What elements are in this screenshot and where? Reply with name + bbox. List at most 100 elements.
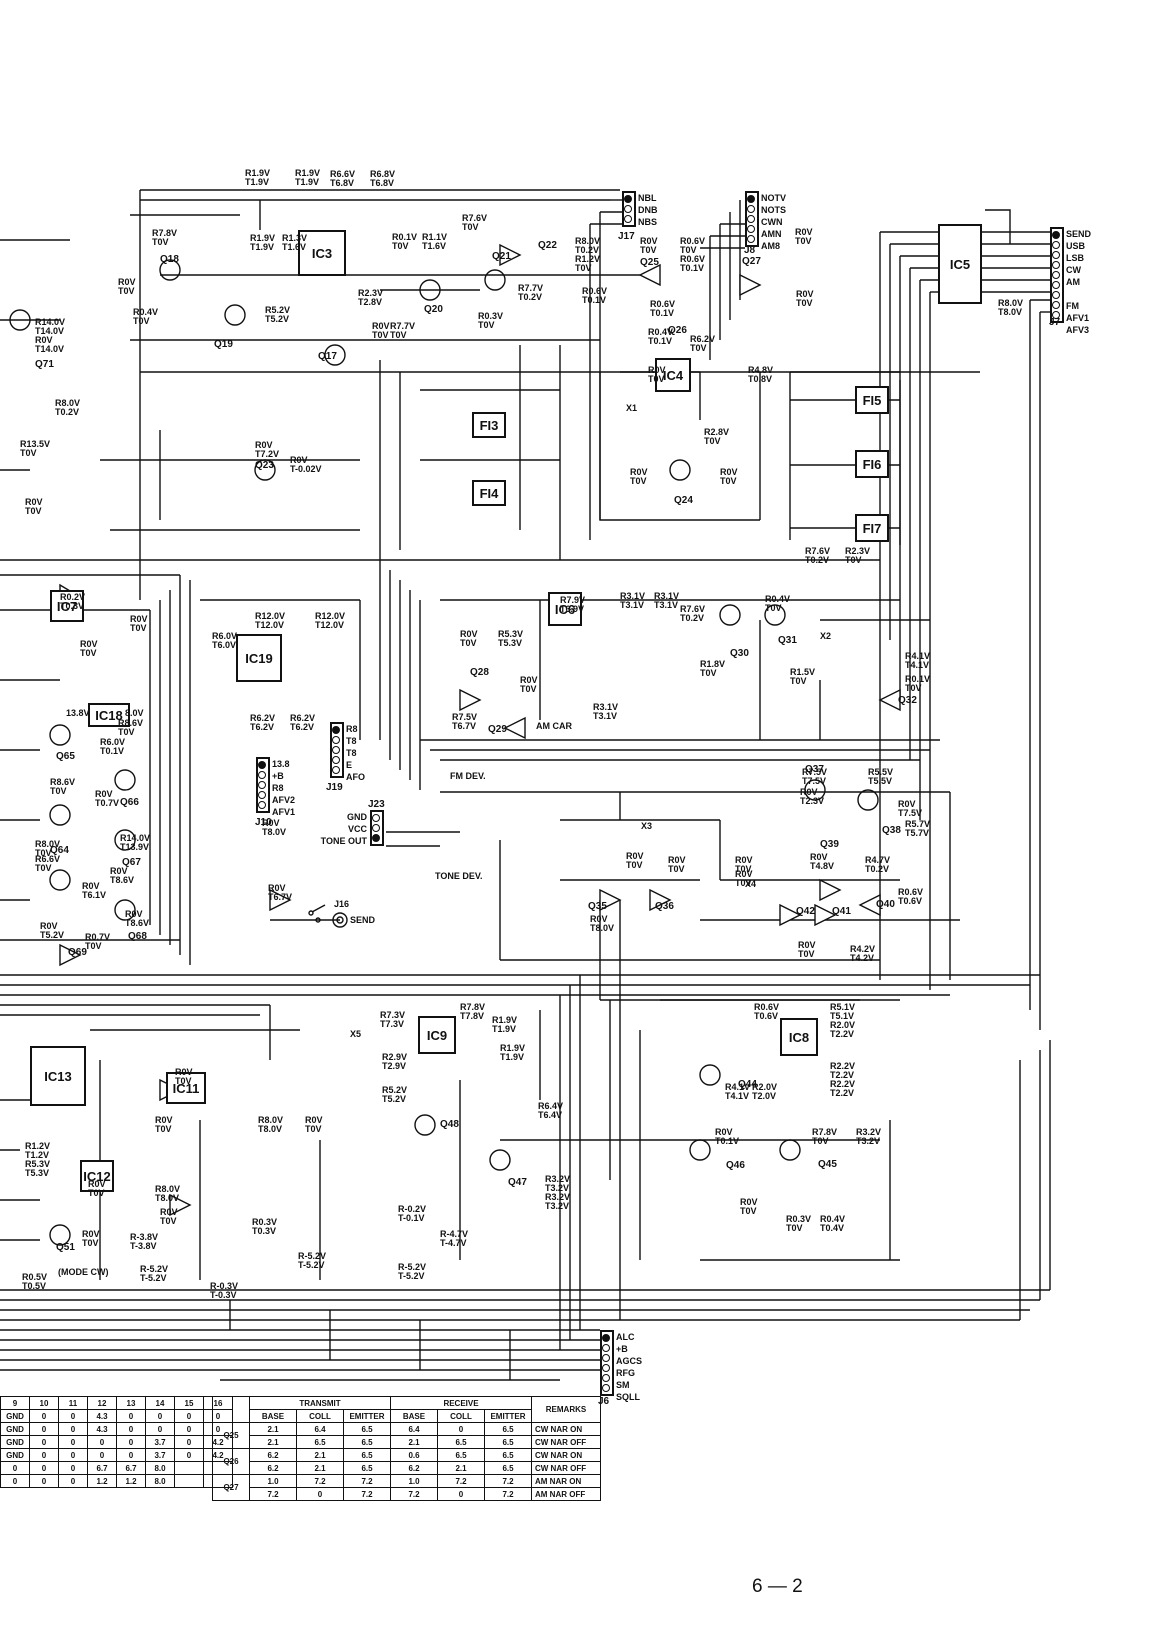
table-cell: 6.4 [390, 1422, 438, 1436]
table-cell: 2.1 [249, 1422, 297, 1436]
voltage-annotation: R0V [898, 799, 916, 809]
voltage-annotation: T12.0V [315, 620, 345, 630]
voltage-annotation: T0V [704, 436, 721, 446]
voltage-annotation: T0V [152, 237, 169, 247]
table-cell: 6.2 [390, 1461, 438, 1475]
connector-pin[interactable] [258, 791, 266, 799]
table-cell: 0 [0, 1474, 30, 1488]
connector-pin[interactable] [332, 746, 340, 754]
voltage-annotation: R3.1V [593, 702, 619, 712]
voltage-annotation: T0V [133, 316, 150, 326]
table-cell: 0 [116, 1448, 146, 1462]
voltage-annotation: R7.5V [452, 712, 478, 722]
table-cell: 0 [58, 1409, 88, 1423]
voltage-annotation: R0.6V [754, 1002, 780, 1012]
voltage-annotation: T0V [305, 1124, 322, 1134]
connector-pin[interactable] [1052, 311, 1060, 319]
connector-pin[interactable] [1052, 301, 1060, 309]
voltage-annotation: R0V [720, 467, 738, 477]
voltage-annotation: T0V [460, 638, 477, 648]
ic-block: IC8 [780, 1018, 818, 1056]
voltage-annotation: T-5.2V [398, 1271, 425, 1281]
table-cell: 6.7 [87, 1461, 117, 1475]
table-cell: 7.2 [484, 1474, 532, 1488]
connector-pin[interactable] [258, 771, 266, 779]
connector-pin[interactable] [747, 215, 755, 223]
connector-pin[interactable] [1052, 231, 1060, 239]
voltage-annotation: R-5.2V [398, 1262, 427, 1272]
voltage-annotation: R4.1V [725, 1082, 751, 1092]
transistor-label: Q41 [832, 906, 851, 917]
connector-pin[interactable] [624, 215, 632, 223]
transistor-label: Q71 [35, 359, 54, 370]
connector-pin[interactable] [332, 756, 340, 764]
connector-pin[interactable] [602, 1374, 610, 1382]
voltage-annotation: R6.2V [690, 334, 716, 344]
connector-pin[interactable] [258, 801, 266, 809]
transistor-label: Q27 [742, 256, 761, 267]
voltage-annotation: T2.9V [382, 1061, 407, 1071]
voltage-annotation: T8.0V [590, 923, 615, 933]
voltage-annotation: T0V [795, 236, 812, 246]
connector-pin[interactable] [332, 726, 340, 734]
connector-pin[interactable] [332, 766, 340, 774]
connector-pin[interactable] [747, 205, 755, 213]
connector-pin[interactable] [1052, 241, 1060, 249]
voltage-annotation: X3 [641, 821, 653, 831]
voltage-annotation: R13.5V [20, 439, 51, 449]
table-cell [174, 1461, 204, 1475]
connector-pin[interactable] [624, 195, 632, 203]
connector-pin[interactable] [602, 1354, 610, 1362]
connector-pin[interactable] [332, 736, 340, 744]
connector-pin[interactable] [1052, 281, 1060, 289]
column-header: BASE [390, 1409, 438, 1423]
connector-pin[interactable] [602, 1384, 610, 1392]
voltage-annotation: T0V [630, 476, 647, 486]
table-cell: GND [0, 1448, 30, 1462]
remark-cell: CW NAR ON [531, 1422, 601, 1436]
voltage-annotation: T0V [175, 1076, 192, 1086]
voltage-annotation: T0V [845, 555, 862, 565]
voltage-annotation: R1.9V [295, 168, 321, 178]
voltage-annotation: R6.4V [538, 1101, 564, 1111]
connector-pin[interactable] [372, 834, 380, 842]
voltage-annotation: T5.5V [868, 776, 893, 786]
table-cell: 6.5 [484, 1422, 532, 1436]
connector-pin[interactable] [602, 1344, 610, 1352]
voltage-annotation: T0V [155, 1124, 172, 1134]
table-cell: 6.5 [343, 1448, 391, 1462]
voltage-annotation: T1.6V [422, 241, 447, 251]
table-cell: 7.2 [343, 1487, 391, 1501]
connector-pin[interactable] [602, 1334, 610, 1342]
voltage-annotation: R0.6V [680, 236, 706, 246]
table-cell: 3.7 [145, 1435, 175, 1449]
connector-pin[interactable] [747, 195, 755, 203]
voltage-annotation: T6.9V [560, 604, 585, 614]
table-cell: 0 [29, 1461, 59, 1475]
table-cell: 0 [437, 1487, 485, 1501]
connector-pin[interactable] [747, 235, 755, 243]
connector-pin[interactable] [372, 814, 380, 822]
voltage-annotation: R12.0V [255, 611, 286, 621]
connector-pin[interactable] [747, 225, 755, 233]
connector-pin[interactable] [624, 205, 632, 213]
voltage-annotation: T0V [690, 343, 707, 353]
voltage-annotation: T0.2V [55, 407, 80, 417]
connector-pin[interactable] [602, 1364, 610, 1372]
connector-pin[interactable] [1052, 291, 1060, 299]
voltage-annotation: R7.7V [390, 321, 416, 331]
connector-pin[interactable] [1052, 261, 1060, 269]
connector-pin[interactable] [258, 781, 266, 789]
connector-pin[interactable] [1052, 251, 1060, 259]
connector-pin[interactable] [372, 824, 380, 832]
connector-pin[interactable] [258, 761, 266, 769]
table-cell: 6.5 [437, 1448, 485, 1462]
voltage-annotation: R5.7V [905, 819, 931, 829]
voltage-annotation: R2.2V [830, 1061, 856, 1071]
connector-pin[interactable] [1052, 271, 1060, 279]
voltage-annotation: T0.1V [650, 308, 675, 318]
transistor-name-cell: Q26 [212, 1448, 250, 1475]
voltage-annotation: R0.4V [133, 307, 159, 317]
voltage-annotation: R7.7V [518, 283, 544, 293]
